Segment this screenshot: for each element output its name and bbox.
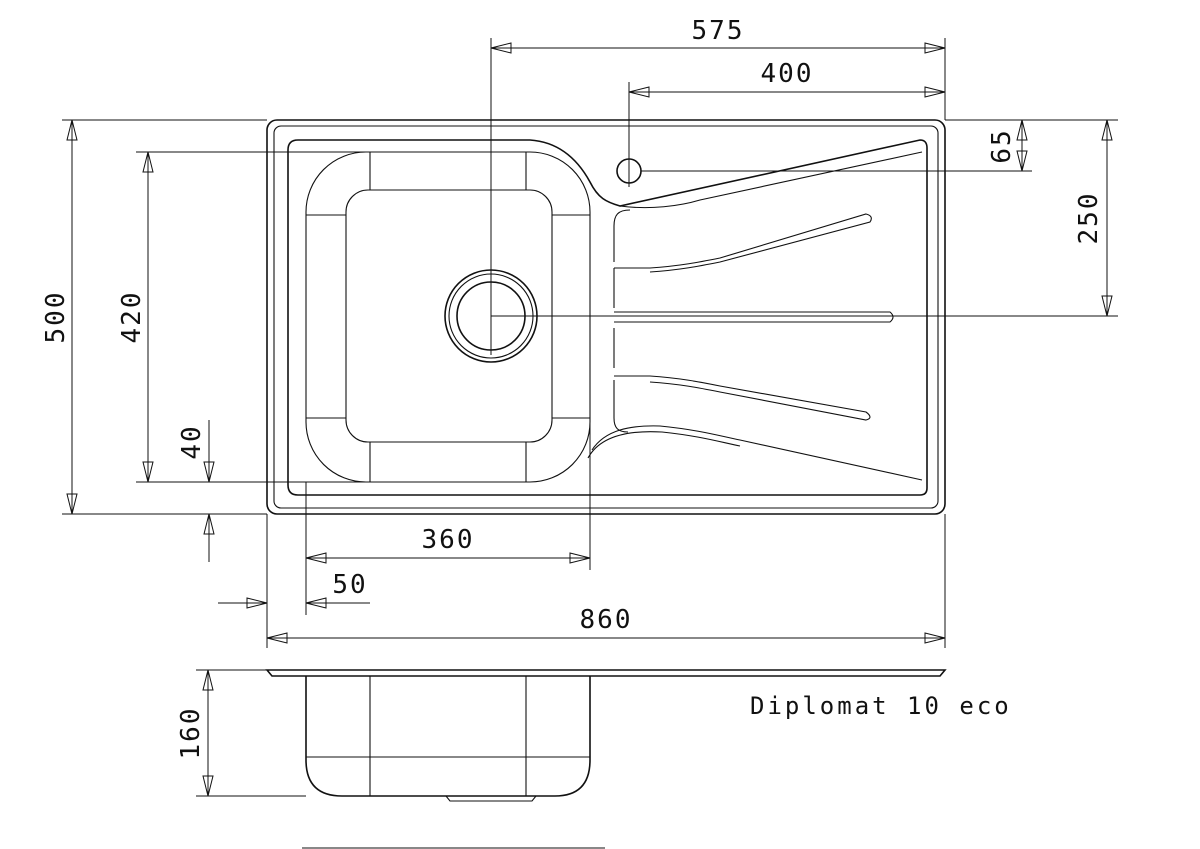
drain-groove-lower (613, 328, 871, 421)
bowl-facet-lines (306, 152, 590, 482)
dim-50-label: 50 (332, 570, 367, 600)
drain-groove-lower-b (613, 380, 629, 433)
dim-860-label: 860 (580, 605, 633, 635)
sink-side-view: 160 (176, 669, 947, 802)
dim-575-label: 575 (692, 16, 745, 46)
drain-groove-upper-b (613, 209, 631, 262)
dim-40-label: 40 (177, 424, 207, 459)
dim-500-label: 500 (41, 291, 71, 344)
drainboard-upper-edge (619, 151, 923, 209)
drainboard-lower-edge (591, 425, 923, 481)
side-view-drain (445, 795, 537, 802)
dim-420-label: 420 (117, 291, 147, 344)
dim-160-label: 160 (176, 707, 206, 760)
side-view-rim (265, 669, 947, 677)
side-view-bowl (305, 676, 591, 797)
sink-outer-rim (266, 119, 946, 515)
drain-groove-upper (613, 213, 872, 308)
sink-outer-rim-inner (273, 125, 939, 509)
dimension-lines: 575 400 65 250 500 420 40 (41, 16, 1118, 648)
sink-plan-view (266, 119, 946, 515)
drain-groove-middle (614, 311, 894, 323)
side-view-facets (306, 676, 590, 796)
bowl-outer-edge (305, 151, 591, 483)
dim-65-label: 65 (987, 128, 1017, 163)
dim-400-label: 400 (761, 59, 814, 89)
sink-deck-outline (287, 139, 928, 496)
drainboard-lower-edge-2 (587, 431, 741, 459)
model-name-label: Diplomat 10 eco (750, 692, 1012, 720)
dim-360-label: 360 (422, 525, 475, 555)
dim-250-label: 250 (1074, 192, 1104, 245)
